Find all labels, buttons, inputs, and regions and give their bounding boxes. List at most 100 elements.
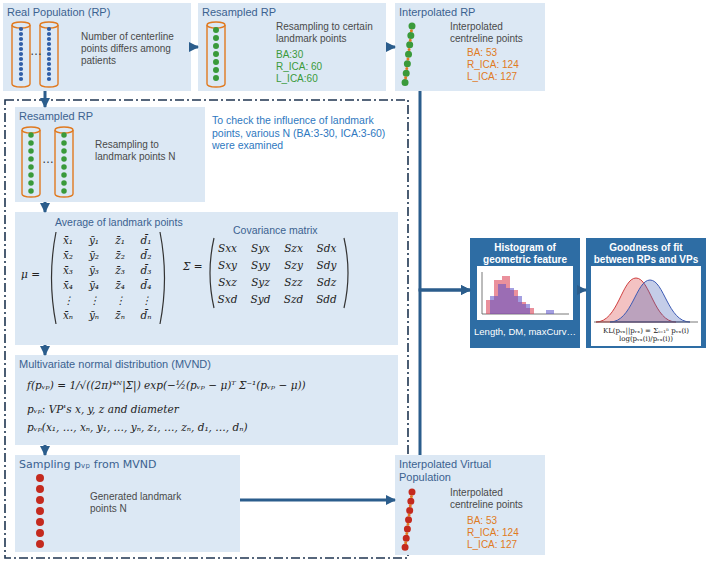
formula: f(pᵥₚ) = 1/√((2π)⁴ᴺ|Σ|) exp(−½(pᵥₚ − μ)ᵀ…	[27, 379, 395, 392]
histogram-illustration	[477, 266, 573, 320]
matrix-cell: d̄₄	[133, 279, 159, 292]
box-title: Real Population (RP)	[7, 6, 187, 19]
flow-arrow	[420, 91, 470, 290]
matrix-cell: Syy	[244, 259, 277, 272]
point-count: L_ICA: 127	[467, 71, 543, 83]
matrix-cell: x̄₄	[55, 279, 81, 292]
matrix-cell: z̄ₙ	[107, 309, 133, 322]
matrix-cell: ȳ₂	[81, 249, 107, 262]
matrix-cell: x̄₂	[55, 249, 81, 262]
matrix-cell: x̄ₙ	[55, 309, 81, 322]
matrix-cell: d̄₂	[133, 249, 159, 262]
population-box: Interpolated Virtual PopulationInterpola…	[395, 455, 545, 555]
box-text: Interpolated centreline points	[450, 487, 542, 511]
landmark-count: R_ICA: 60	[276, 61, 376, 73]
matrix-cell: Sdz	[310, 276, 343, 289]
matrix-heading: Covariance matrix	[233, 224, 373, 237]
matrix-cell: Szd	[277, 293, 310, 306]
box-text: Interpolated centreline points	[450, 21, 542, 45]
box-title: Interpolated RP	[399, 6, 541, 19]
flow-arrow	[240, 499, 395, 502]
point-count: R_ICA: 124	[467, 59, 543, 71]
point-count: BA: 53	[467, 515, 543, 527]
result-box: Goodness of fit between RPs and VPsKL(pᵥ…	[586, 238, 706, 348]
flow-arrow	[191, 46, 198, 49]
matrix-cell: Sxx	[211, 242, 244, 255]
formula: pᵥₚ: VP's x, y, z and diameter	[27, 403, 395, 416]
matrix-cell: Sdx	[310, 242, 343, 255]
flow-arrow	[44, 202, 47, 212]
matrix-cell: ȳₙ	[81, 309, 107, 322]
box-title: Sampling pᵥₚ from MVND	[19, 458, 235, 471]
matrix-cell: z̄₂	[107, 249, 133, 262]
box-text: Generated landmark points N	[90, 491, 200, 515]
point-count: R_ICA: 124	[467, 527, 543, 539]
formula: KL(pᵥₓ||pᵣₓ) = Σᵢ₌₁ⁿ pᵥₓ(i) log(pᵥₓ(i)/p…	[588, 327, 704, 344]
formula: pᵥₚ(x₁, …, xₙ, y₁, …, yₙ, z₁, …, zₙ, d₁,…	[27, 421, 395, 434]
box-text: Length, DM, maxCurv…	[472, 326, 578, 337]
matrix-cell: d̄₃	[133, 264, 159, 277]
population-box: Interpolated RP Interpolated centreline p…	[395, 3, 545, 91]
matrix-cell: ⋮	[81, 294, 107, 307]
flow-arrow	[44, 445, 47, 455]
matrix-cell: ȳ₄	[81, 279, 107, 292]
matrix-cell: Sxz	[211, 276, 244, 289]
matrix-cell: d̄ₙ	[133, 309, 159, 322]
matrix-heading: Average of landmark points	[55, 216, 225, 229]
matrix-cell: Sdd	[310, 293, 343, 306]
math-symbol: μ =	[21, 268, 53, 281]
ellipsis: …	[30, 44, 42, 58]
box-title: Resampled RP	[19, 110, 199, 123]
matrix-cell: Syx	[244, 242, 277, 255]
matrix-cell: x̄₁	[55, 234, 81, 247]
matrix-cell: ⋮	[55, 294, 81, 307]
matrix-cell: d̄₁	[133, 234, 159, 247]
box-text: Resampling to landmark points N	[95, 139, 201, 163]
matrix-cell: x̄₃	[55, 264, 81, 277]
centreline-dots	[21, 26, 412, 548]
process-box: Sampling pᵥₚ from MVND Generated landmark…	[15, 455, 240, 552]
matrix-cell: z̄₁	[107, 234, 133, 247]
flow-arrow	[44, 345, 47, 355]
matrix-cell: Syz	[244, 276, 277, 289]
matrix-cell: Sxy	[211, 259, 244, 272]
population-box: Resampled RP Resampling to certain landma…	[198, 3, 386, 91]
box-title: Interpolated Virtual Population	[399, 458, 541, 484]
matrix-box: Average of landmark pointsCovariance mat…	[15, 212, 398, 345]
flow-arrow	[44, 91, 47, 107]
landmark-count: L_ICA:60	[276, 73, 376, 85]
flow-arrow	[580, 289, 586, 292]
matrix-brackets	[52, 232, 349, 324]
matrix-cell: z̄₃	[107, 264, 133, 277]
formula-box: Multivariate normal distribution (MVND)f…	[15, 355, 398, 445]
matrix-cell: Syd	[244, 293, 277, 306]
matrix-cell: ȳ₃	[81, 264, 107, 277]
box-title: Goodness of fit between RPs and VPs	[590, 242, 702, 266]
box-title: Histogram of geometric feature	[474, 242, 576, 266]
flow-arrow	[386, 46, 395, 49]
box-text: Resampling to certain landmark points	[276, 21, 382, 45]
matrix-cell: ȳ₁	[81, 234, 107, 247]
matrix-cell: ⋮	[133, 294, 159, 307]
matrix-cell: Szz	[277, 276, 310, 289]
matrix-cell: Szy	[277, 259, 310, 272]
box-title: Resampled RP	[202, 6, 382, 19]
matrix-cell: Szx	[277, 242, 310, 255]
ellipsis: …	[42, 152, 54, 166]
note-text: To check the influence of landmark point…	[212, 114, 404, 152]
matrix-cell: ⋮	[107, 294, 133, 307]
box-text: Number of centerline points differs amon…	[81, 31, 189, 67]
matrix-cell: Sdy	[310, 259, 343, 272]
point-count: BA: 53	[467, 47, 543, 59]
matrix-cell: Sxd	[211, 293, 244, 306]
matrix-cell: z̄₄	[107, 279, 133, 292]
vessel-illustration	[12, 22, 225, 197]
result-box: Histogram of geometric featureLength, DM…	[470, 238, 580, 348]
math-symbol: Σ =	[183, 260, 217, 273]
flow-arrow	[420, 290, 470, 455]
landmark-count: BA:30	[276, 49, 376, 61]
point-count: L_ICA: 127	[467, 539, 543, 551]
